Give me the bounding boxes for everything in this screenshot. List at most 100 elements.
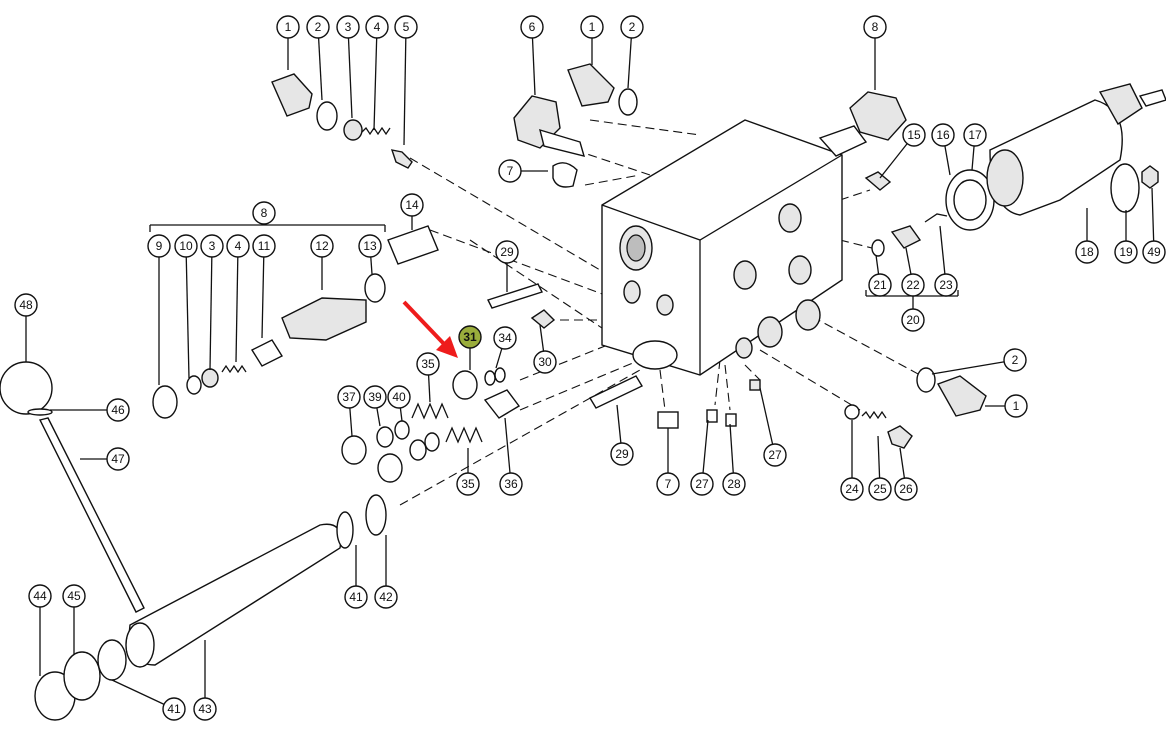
- callout-circle: [252, 234, 276, 258]
- callout-circle: [162, 697, 186, 721]
- callout-label: 30: [538, 355, 552, 369]
- callout-circle: [963, 123, 987, 147]
- callout-circle: [416, 352, 440, 376]
- callout-label: 49: [1147, 245, 1161, 259]
- callout-circle: [493, 326, 517, 350]
- callout-label: 1: [285, 20, 292, 34]
- callout-circle: [901, 273, 925, 297]
- callout-leader-line: [317, 26, 323, 101]
- callout-circle: [310, 234, 334, 258]
- callout-10: 10: [174, 234, 198, 258]
- callout-circle: [656, 472, 680, 496]
- callout-circle: [387, 385, 411, 409]
- callout-label: 2: [1012, 353, 1019, 367]
- callout-circle: [106, 447, 130, 471]
- callout-49: 49: [1142, 240, 1166, 264]
- callout-circle: [495, 240, 519, 264]
- callout-circle: [902, 123, 926, 147]
- callout-circle: [400, 193, 424, 217]
- callout-5: 5: [394, 15, 418, 39]
- callout-17: 17: [963, 123, 987, 147]
- callout-label: 22: [906, 278, 920, 292]
- callout-circle: [62, 584, 86, 608]
- callout-20: 20: [901, 308, 925, 332]
- callout-label: 4: [374, 20, 381, 34]
- callout-label: 27: [768, 448, 782, 462]
- callout-label: 8: [261, 206, 268, 220]
- callout-26: 26: [894, 477, 918, 501]
- callout-label: 23: [939, 278, 953, 292]
- callout-circle: [14, 293, 38, 317]
- callout-29: 29: [495, 240, 519, 264]
- callout-circle: [147, 234, 171, 258]
- callout-label: 8: [872, 20, 879, 34]
- callout-leader-line: [403, 26, 407, 146]
- callout-circle: [456, 472, 480, 496]
- callout-circle: [358, 234, 382, 258]
- callout-label: 28: [727, 477, 741, 491]
- callout-circle: [499, 472, 523, 496]
- callout-1: 1: [1004, 394, 1028, 418]
- callout-2: 2: [620, 15, 644, 39]
- callout-label: 27: [695, 477, 709, 491]
- callout-label: 46: [111, 403, 125, 417]
- callout-label: 25: [873, 482, 887, 496]
- callout-label: 36: [504, 477, 518, 491]
- callout-circle: [226, 234, 250, 258]
- callout-circle: [458, 325, 482, 349]
- callout-31: 31: [458, 325, 482, 349]
- callout-circle: [868, 273, 892, 297]
- callout-circle: [1003, 348, 1027, 372]
- callout-35: 35: [416, 352, 440, 376]
- callout-label: 17: [968, 128, 982, 142]
- callout-circle: [193, 697, 217, 721]
- callout-29: 29: [610, 442, 634, 466]
- callout-label: 26: [899, 482, 913, 496]
- callout-circle: [722, 472, 746, 496]
- callout-circle: [931, 123, 955, 147]
- callout-35: 35: [456, 472, 480, 496]
- callout-8: 8: [252, 201, 276, 225]
- callout-40: 40: [387, 385, 411, 409]
- callout-label: 5: [403, 20, 410, 34]
- callout-36: 36: [499, 472, 523, 496]
- callout-12: 12: [310, 234, 334, 258]
- callout-label: 15: [907, 128, 921, 142]
- callout-circle: [337, 385, 361, 409]
- callout-circle: [1114, 240, 1138, 264]
- callout-circle: [1075, 240, 1099, 264]
- callout-circle: [200, 234, 224, 258]
- callout-label: 16: [936, 128, 950, 142]
- callout-circle: [1004, 394, 1028, 418]
- callout-2: 2: [306, 15, 330, 39]
- red-pointer-arrow: [402, 300, 458, 358]
- fitting-group-top-left: [271, 73, 413, 169]
- callout-9: 9: [147, 234, 171, 258]
- callout-label: 41: [349, 590, 363, 604]
- callout-23: 23: [934, 273, 958, 297]
- callout-label: 3: [345, 20, 352, 34]
- callout-circle: [498, 159, 522, 183]
- callout-6: 6: [520, 15, 544, 39]
- solenoid-assembly: [818, 83, 1166, 231]
- callout-label: 35: [421, 357, 435, 371]
- callout-circle: [106, 398, 130, 422]
- callout-circle: [934, 273, 958, 297]
- valve-internals: [341, 309, 556, 483]
- callout-label: 2: [315, 20, 322, 34]
- callout-label: 44: [33, 589, 47, 603]
- callout-label: 45: [67, 589, 81, 603]
- pins-center: [487, 283, 761, 429]
- callout-label: 24: [845, 482, 859, 496]
- fitting-group-left: [149, 224, 439, 419]
- callout-circle: [520, 15, 544, 39]
- callout-24: 24: [840, 477, 864, 501]
- callout-30: 30: [533, 350, 557, 374]
- callout-label: 14: [405, 198, 419, 212]
- callout-label: 48: [19, 298, 33, 312]
- callout-label: 47: [111, 452, 125, 466]
- callout-8: 8: [863, 15, 887, 39]
- valve-block: [601, 119, 843, 376]
